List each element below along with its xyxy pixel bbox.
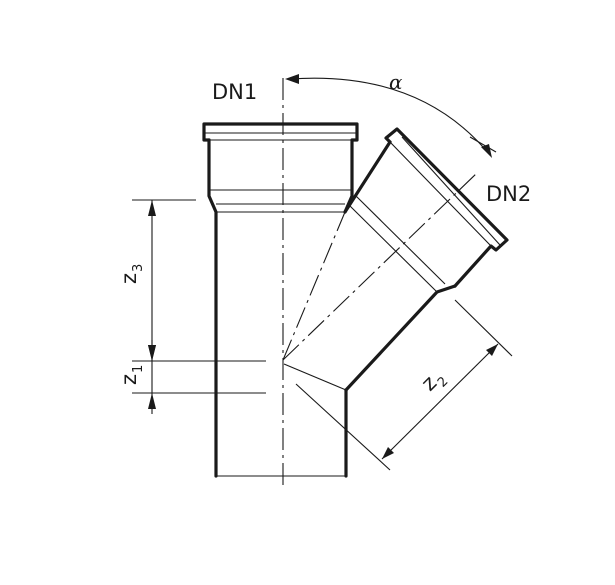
z1-label-main: z — [117, 374, 141, 385]
main-pipe — [202, 122, 359, 478]
branch-slope-line — [282, 211, 346, 361]
main-socket — [202, 122, 359, 214]
branch-pipe — [283, 127, 509, 392]
branch-socket-band-2 — [349, 205, 438, 293]
z1-label: z 1 — [117, 365, 146, 385]
z1-arrow-top — [148, 345, 156, 361]
z1-label-sub: 1 — [131, 365, 146, 373]
branch-socket-band-1 — [355, 195, 446, 285]
z2-dim-line — [381, 343, 499, 460]
z1-arrow-bottom — [148, 393, 156, 409]
alpha-extension — [469, 136, 497, 153]
z3-label: z 3 — [117, 264, 146, 284]
z2-label: z 2 — [417, 371, 452, 396]
z2-ext-bottom — [295, 383, 391, 471]
z3-arrow-top — [148, 200, 156, 216]
left-dimensions — [132, 199, 266, 414]
right-dimensions — [295, 299, 513, 471]
main-pipe-left-wall — [207, 138, 218, 478]
alpha-arc — [289, 77, 491, 156]
z2-ext-top — [454, 299, 513, 357]
branch-socket-inner — [389, 141, 492, 247]
dn2-label: DN2 — [486, 182, 531, 206]
alpha-label: α — [389, 70, 403, 94]
z2-arrow-top — [486, 344, 498, 356]
branch-socket-rim — [401, 136, 501, 246]
branch-upper-wall — [343, 140, 392, 214]
dn1-label: DN1 — [212, 80, 257, 104]
branch-centre-line — [282, 171, 479, 361]
alpha-arrow-left — [285, 74, 299, 84]
centre-lines — [282, 78, 479, 490]
branch-lower-wall — [344, 284, 457, 392]
z3-label-main: z — [117, 273, 141, 284]
branch-intersection — [283, 363, 347, 391]
angle-alpha — [285, 74, 497, 158]
z2-arrow-bottom — [382, 447, 394, 459]
z3-label-sub: 3 — [131, 264, 146, 272]
